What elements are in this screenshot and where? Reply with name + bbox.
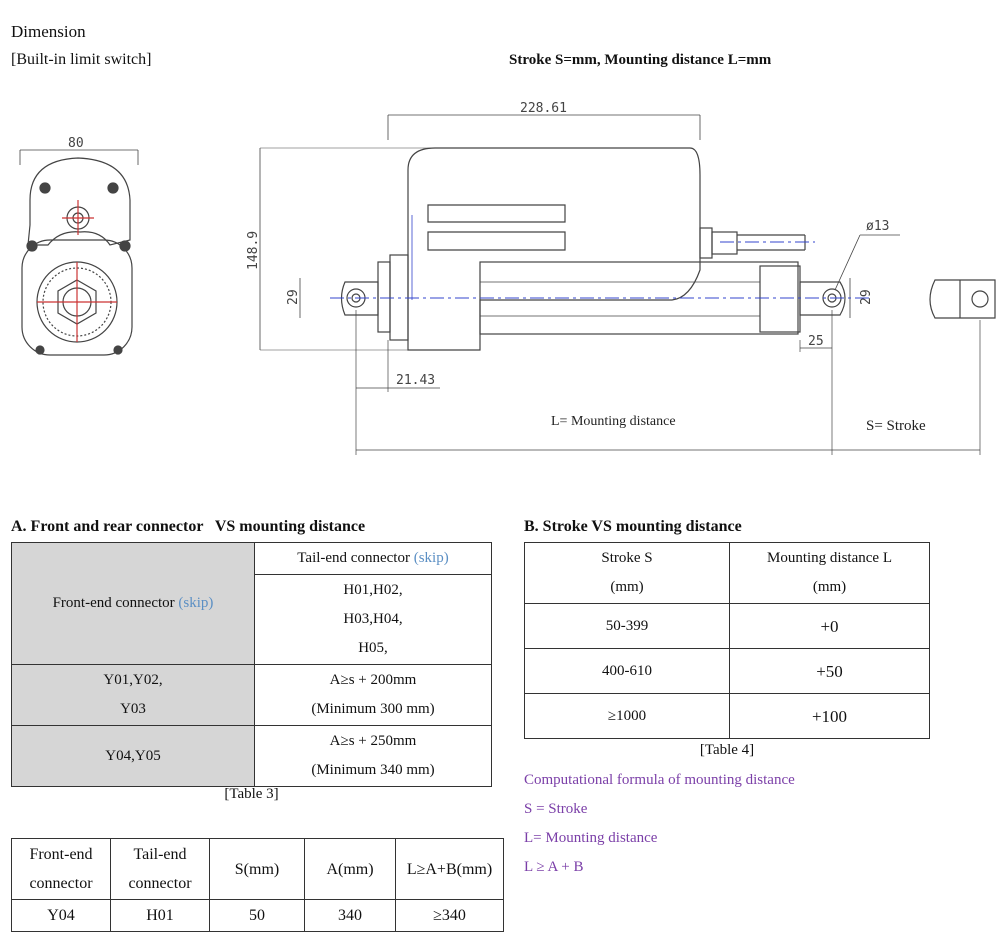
front-code: Y04,Y05 [105,747,161,764]
stroke-label: S= Stroke [866,418,926,434]
stroke-range-cell: ≥1000 [524,693,730,739]
front-codes-cell: Y04,Y05 [11,725,255,787]
table-stroke-mounting: Stroke S (mm) Mounting distance L (mm) 5… [524,542,930,739]
value-cell: A≥s + 200mm (Minimum 300 mm) [254,664,492,726]
front-end-header-cell: Front-end connector (skip) [11,542,255,665]
front-code: Y03 [120,701,146,717]
tail-end-header-cell: Tail-end connector (skip) [254,542,492,575]
dim-height-148: 148.9 [246,231,261,270]
dim-25: 25 [808,334,824,349]
formula-mounting: L= Mounting distance [524,830,658,846]
front-code: Y01,Y02, [103,672,163,688]
dim-diameter-13: ø13 [866,219,889,234]
page-subtitle: [Built-in limit switch] [11,51,152,68]
mounting-add-cell: +50 [729,648,930,694]
stroke-header-cell: Stroke S (mm) [524,542,730,604]
mounting-distance-label: L= Mounting distance [551,414,676,429]
header-a: A(mm) [304,838,396,900]
dim-front-29: 29 [859,289,874,305]
dimension-drawing: 80 228.61 148.9 29 29 21.43 25 ø13 L= Mo… [19,101,996,455]
table-b-title: B. Stroke VS mounting distance [524,518,742,535]
value-minimum: (Minimum 300 mm) [311,701,435,717]
header-line: connector [29,875,93,892]
value-formula: A≥s + 250mm [329,733,417,749]
tail-codes-cell: H01,H02, H03,H04, H05, [254,574,492,665]
mounting-add-cell: +100 [729,693,930,739]
formula-title: Computational formula of mounting distan… [524,772,795,788]
tail-code: H03,H04, [343,611,403,627]
side-view-drawing [259,114,996,455]
stroke-unit: (mm) [610,579,644,595]
mounting-header: Mounting distance L [767,550,892,566]
cell-tail-end: H01 [110,899,210,932]
header-line: Front-end [29,846,93,863]
cell-front-end: Y04 [11,899,111,932]
cell-l: ≥340 [395,899,504,932]
value-minimum: (Minimum 340 mm) [311,762,435,778]
dim-21: 21.43 [396,373,435,388]
stroke-range-cell: 50-399 [524,603,730,649]
tail-end-header: Tail-end connector [297,550,410,566]
dim-rear-29: 29 [286,289,301,305]
header-front-end: Front-end connector [11,838,111,900]
header-line: Tail-end [133,846,187,863]
mounting-unit: (mm) [812,579,847,595]
table-example: Front-end connector Tail-end connector S… [11,838,504,932]
tail-end-skip: (skip) [413,550,449,566]
value-cell: A≥s + 250mm (Minimum 340 mm) [254,725,492,787]
mounting-add-cell: +0 [729,603,930,649]
value-formula: A≥s + 200mm [329,672,417,688]
header-l: L≥A+B(mm) [395,838,504,900]
table-3-caption: [Table 3] [224,786,279,802]
table-front-rear-connector: Front-end connector (skip) Tail-end conn… [11,542,492,787]
front-end-header: Front-end connector [52,595,175,611]
page-title: Dimension [11,22,86,41]
stroke-header: Stroke S [601,550,653,566]
cell-a: 340 [304,899,396,932]
stroke-note: Stroke S=mm, Mounting distance L=mm [509,52,772,68]
tail-code: H01,H02, [343,582,403,598]
front-codes-cell: Y01,Y02, Y03 [11,664,255,726]
dim-length-228: 228.61 [520,101,567,116]
tail-code: H05, [358,640,388,656]
header-tail-end: Tail-end connector [110,838,210,900]
end-view-drawing [19,149,139,356]
header-line: connector [128,875,192,892]
table-4-caption: [Table 4] [699,742,755,758]
formula-inequality: L ≥ A + B [524,859,584,875]
table-a-title: A. Front and rear connector VS mounting … [11,518,366,535]
header-s: S(mm) [209,838,305,900]
formula-stroke: S = Stroke [524,801,588,817]
front-end-skip: (skip) [178,595,214,611]
dim-width-80: 80 [68,136,84,151]
cell-s: 50 [209,899,305,932]
mounting-header-cell: Mounting distance L (mm) [729,542,930,604]
stroke-range-cell: 400-610 [524,648,730,694]
